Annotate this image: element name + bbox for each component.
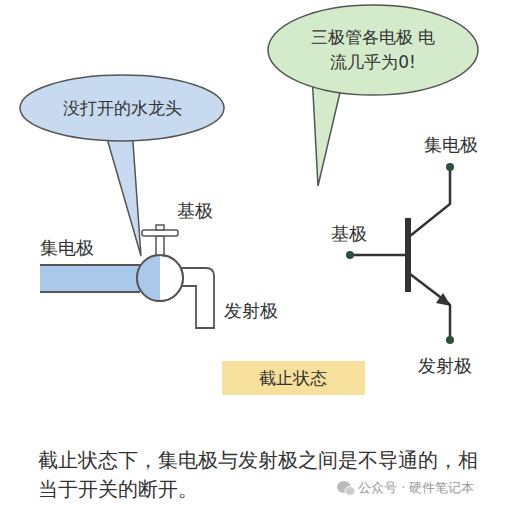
speech-bubble: 没打开的水龙头 bbox=[19, 74, 225, 142]
part-label: 集电极 bbox=[40, 236, 94, 260]
speech-bubble: 三极管各电极 电流几乎为0! bbox=[267, 4, 479, 96]
base-bar bbox=[405, 218, 411, 292]
speech-bubble-outline bbox=[267, 4, 479, 96]
caption: 截止状态下，集电极与发射极之间是不导通的，相当于开关的断开。 bbox=[38, 446, 478, 504]
faucet-body-outline bbox=[137, 255, 183, 301]
transistor-symbol bbox=[346, 163, 454, 344]
node-text: 三极管各电极 电流几乎为0! bbox=[306, 25, 441, 74]
watermark: 公众号 · 硬件笔记本 bbox=[358, 479, 474, 497]
node-text: 截止状态 bbox=[259, 366, 327, 391]
collector-wire bbox=[410, 167, 450, 236]
bubble-shape bbox=[20, 75, 224, 141]
terminal-label: 发射极 bbox=[418, 354, 472, 378]
faucet bbox=[40, 225, 214, 328]
faucet-stem bbox=[156, 236, 164, 255]
base-wire bbox=[350, 254, 406, 257]
emitter-wire bbox=[410, 274, 450, 340]
handle-cap bbox=[156, 225, 164, 230]
emitter-arrow bbox=[436, 293, 451, 306]
node-text: 没打开的水龙头 bbox=[63, 96, 182, 121]
box-shape bbox=[222, 361, 365, 395]
part-label: 基极 bbox=[177, 199, 213, 223]
terminal-dot bbox=[446, 163, 454, 171]
terminal-label: 集电极 bbox=[424, 133, 478, 157]
faucet-handle bbox=[142, 230, 178, 236]
icon-bubble bbox=[345, 487, 355, 496]
state-box: 截止状态 bbox=[222, 361, 365, 395]
water-pipe bbox=[40, 265, 144, 292]
faucet-body bbox=[137, 255, 183, 301]
terminal-dot bbox=[446, 336, 454, 344]
pipe-edge bbox=[40, 264, 140, 266]
terminal-dot bbox=[346, 251, 354, 259]
part-label: 发射极 bbox=[224, 299, 278, 323]
faucet-water bbox=[137, 255, 160, 301]
bubble-shape bbox=[268, 5, 478, 95]
pipe-edge bbox=[40, 291, 140, 293]
watermark-icon bbox=[337, 481, 355, 496]
terminal-label: 基极 bbox=[331, 222, 367, 246]
bubble-tail bbox=[104, 128, 141, 256]
